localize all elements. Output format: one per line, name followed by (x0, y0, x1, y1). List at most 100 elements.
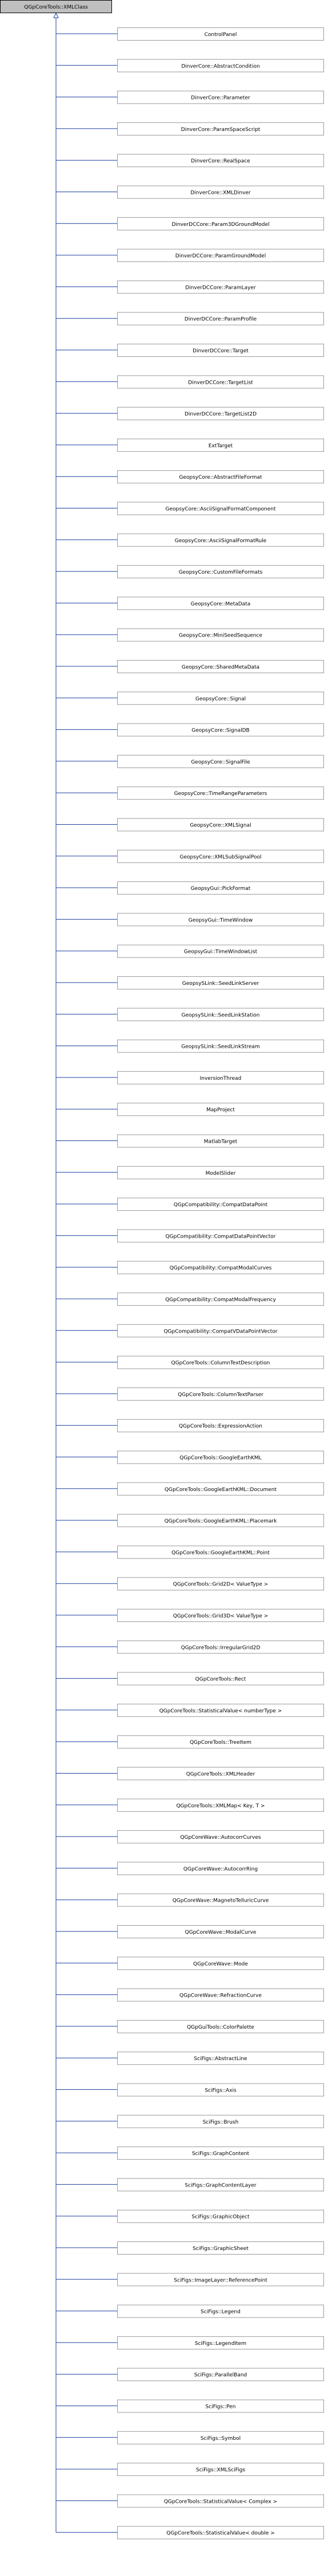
child-class-label: QGpCoreTools::GoogleEarthKML (179, 1456, 261, 1461)
child-class-node[interactable]: GeopsyGui::TimeWindow (117, 913, 324, 927)
child-class-node[interactable]: QGpCoreTools::GoogleEarthKML (117, 1450, 324, 1464)
child-class-node[interactable]: QGpCoreWave::AutocorrCurves (117, 1830, 324, 1844)
child-class-node[interactable]: QGpCoreTools::StatisticalValue< Complex … (117, 2494, 324, 2508)
child-class-box (117, 565, 324, 579)
child-class-node[interactable]: GeopsyCore::CustomFileFormats (117, 565, 324, 579)
child-class-node[interactable]: SciFigs::GraphicObject (117, 2209, 324, 2223)
child-class-node[interactable]: QGpCompatibility::CompatModalCurves (117, 1261, 324, 1274)
child-class-node[interactable]: GeopsySLink::SeedLinkStream (117, 1039, 324, 1053)
child-class-node[interactable]: GeopsyCore::AsciiSignalFormatComponent (117, 502, 324, 515)
child-class-node[interactable]: SciFigs::ImageLayer::ReferencePoint (117, 2273, 324, 2287)
child-class-label: QGpCoreTools::ExpressionAction (179, 1424, 262, 1429)
child-class-node[interactable]: DinverCore::RealSpace (117, 154, 324, 168)
child-class-box (117, 217, 324, 230)
child-class-node[interactable]: SciFigs::Axis (117, 2083, 324, 2097)
child-class-node[interactable]: QGpGuiTools::ColorPalette (117, 2020, 324, 2033)
child-class-node[interactable]: GeopsySLink::SeedLinkServer (117, 976, 324, 989)
child-class-node[interactable]: QGpCoreTools::ExpressionAction (117, 1419, 324, 1433)
child-class-box (117, 90, 324, 104)
child-class-node[interactable]: QGpCompatibility::CompatVDataPointVector (117, 1324, 324, 1338)
child-class-box (117, 1071, 324, 1084)
child-class-box (117, 1166, 324, 1179)
child-class-node[interactable]: GeopsyCore::XMLSubSignalPool (117, 849, 324, 863)
child-class-label: QGpCoreTools::GoogleEarthKML::Placemark (165, 1518, 277, 1524)
child-class-node[interactable]: ModelSlider (117, 1166, 324, 1179)
child-class-node[interactable]: MapProject (117, 1103, 324, 1116)
child-class-node[interactable]: ExtTarget (117, 438, 324, 452)
child-class-label: QGpCompatibility::CompatDataPointVector (166, 1234, 276, 1239)
child-class-node[interactable]: GeopsyCore::AbstractFileFormat (117, 470, 324, 484)
child-class-node[interactable]: QGpCoreWave::Mode (117, 1957, 324, 1970)
child-class-node[interactable]: QGpCoreTools::StatisticalValue< numberTy… (117, 1703, 324, 1717)
child-class-node[interactable]: GeopsyCore::SignalFile (117, 754, 324, 768)
child-class-node[interactable]: GeopsyCore::XMLSignal (117, 818, 324, 832)
child-class-node[interactable]: SciFigs::XMLSciFigs (117, 2463, 324, 2476)
child-class-node[interactable]: DinverDCCore::ParamGroundModel (117, 249, 324, 263)
child-class-node[interactable]: MatlabTarget (117, 1134, 324, 1148)
child-class-node[interactable]: SciFigs::AbstractLine (117, 2052, 324, 2065)
child-class-node[interactable]: QGpCoreTools::Rect (117, 1672, 324, 1685)
child-class-node[interactable]: QGpCoreTools::XMLMap< Key, T > (117, 1798, 324, 1812)
child-class-box (117, 438, 324, 452)
child-class-node[interactable]: SciFigs::GraphicSheet (117, 2241, 324, 2255)
child-class-node[interactable]: SciFigs::Symbol (117, 2431, 324, 2444)
child-class-label: SciFigs::LegendItem (195, 2341, 246, 2347)
root-class-node[interactable]: QGpCoreTools::XMLClass (0, 0, 112, 13)
child-class-node[interactable]: GeopsyCore::TimeRangeParameters (117, 786, 324, 800)
child-class-node[interactable]: QGpCoreTools::GoogleEarthKML::Point (117, 1545, 324, 1559)
child-class-node[interactable]: DinverCore::Parameter (117, 90, 324, 104)
child-class-label: GeopsyCore::Signal (195, 696, 246, 702)
child-class-node[interactable]: ControlPanel (117, 27, 324, 41)
child-class-label: InversionThread (200, 1076, 242, 1082)
child-class-label: GeopsyCore::SignalFile (191, 760, 250, 765)
child-class-node[interactable]: QGpCoreTools::StatisticalValue< double > (117, 2526, 324, 2539)
child-class-node[interactable]: QGpCoreTools::XMLHeader (117, 1767, 324, 1780)
child-class-node[interactable]: InversionThread (117, 1071, 324, 1084)
child-class-node[interactable]: GeopsyCore::SharedMetaData (117, 660, 324, 673)
child-class-node[interactable]: GeopsySLink::SeedLinkStation (117, 1008, 324, 1021)
child-class-node[interactable]: DinverCore::XMLDinver (117, 185, 324, 199)
child-class-node[interactable]: DinverDCCore::Target (117, 344, 324, 357)
child-class-node[interactable]: GeopsyGui::TimeWindowList (117, 944, 324, 958)
child-class-node[interactable]: SciFigs::Legend (117, 2304, 324, 2318)
child-class-node[interactable]: QGpCoreTools::ColumnTextParser (117, 1387, 324, 1401)
child-class-node[interactable]: DinverDCCore::ParamLayer (117, 280, 324, 294)
child-class-node[interactable]: QGpCoreTools::Grid2D< ValueType > (117, 1577, 324, 1591)
child-class-node[interactable]: QGpCompatibility::CompatDataPoint (117, 1198, 324, 1211)
child-class-box (117, 1261, 324, 1274)
child-class-node[interactable]: QGpCoreWave::RefractionCurve (117, 1988, 324, 2002)
child-class-node[interactable]: QGpCoreWave::MagnetoTelluricCurve (117, 1893, 324, 1907)
child-class-node[interactable]: SciFigs::LegendItem (117, 2336, 324, 2350)
child-class-node[interactable]: QGpCoreTools::IrregularGrid2D (117, 1640, 324, 1654)
child-class-node[interactable]: DinverDCCore::TargetList2D (117, 407, 324, 420)
child-class-node[interactable]: GeopsyGui::PickFormat (117, 881, 324, 895)
child-class-node[interactable]: GeopsyCore::SignalDB (117, 723, 324, 737)
child-class-node[interactable]: QGpCoreTools::GoogleEarthKML::Document (117, 1482, 324, 1496)
child-class-node[interactable]: QGpCoreTools::Grid3D< ValueType > (117, 1609, 324, 1622)
child-class-label: QGpCoreTools::GoogleEarthKML::Document (165, 1487, 277, 1493)
child-class-node[interactable]: QGpCompatibility::CompatModalFrequency (117, 1293, 324, 1306)
child-class-node[interactable]: SciFigs::Brush (117, 2114, 324, 2128)
child-class-node[interactable]: DinverDCCore::ParamProfile (117, 312, 324, 325)
child-class-node[interactable]: SciFigs::GraphContent (117, 2146, 324, 2160)
child-class-node[interactable]: GeopsyCore::MiniSeedSequence (117, 628, 324, 642)
child-class-node[interactable]: SciFigs::GraphContentLayer (117, 2178, 324, 2192)
child-class-node[interactable]: QGpCoreWave::ModalCurve (117, 1925, 324, 1938)
child-class-box (117, 312, 324, 325)
child-class-node[interactable]: QGpCompatibility::CompatDataPointVector (117, 1229, 324, 1243)
child-class-label: DinverDCCore::ParamProfile (185, 317, 257, 323)
child-class-node[interactable]: DinverDCCore::TargetList (117, 375, 324, 389)
child-class-node[interactable]: GeopsyCore::AsciiSignalFormatRule (117, 533, 324, 547)
child-class-label: QGpCoreTools::XMLHeader (186, 1772, 255, 1778)
child-class-node[interactable]: SciFigs::ParallelBand (117, 2368, 324, 2382)
child-class-node[interactable]: GeopsyCore::Signal (117, 691, 324, 705)
child-class-node[interactable]: GeopsyCore::MetaData (117, 597, 324, 610)
child-class-node[interactable]: QGpCoreTools::GoogleEarthKML::Placemark (117, 1514, 324, 1528)
child-class-node[interactable]: QGpCoreTools::ColumnTextDescription (117, 1355, 324, 1369)
child-class-node[interactable]: QGpCoreTools::TreeItem (117, 1735, 324, 1749)
child-class-node[interactable]: QGpCoreWave::AutocorrRing (117, 1862, 324, 1875)
child-class-node[interactable]: SciFigs::Pen (117, 2399, 324, 2413)
child-class-node[interactable]: DinverCore::ParamSpaceScript (117, 122, 324, 136)
child-class-node[interactable]: DinverCore::AbstractCondition (117, 59, 324, 73)
child-class-node[interactable]: DinverDCCore::Param3DGroundModel (117, 217, 324, 230)
